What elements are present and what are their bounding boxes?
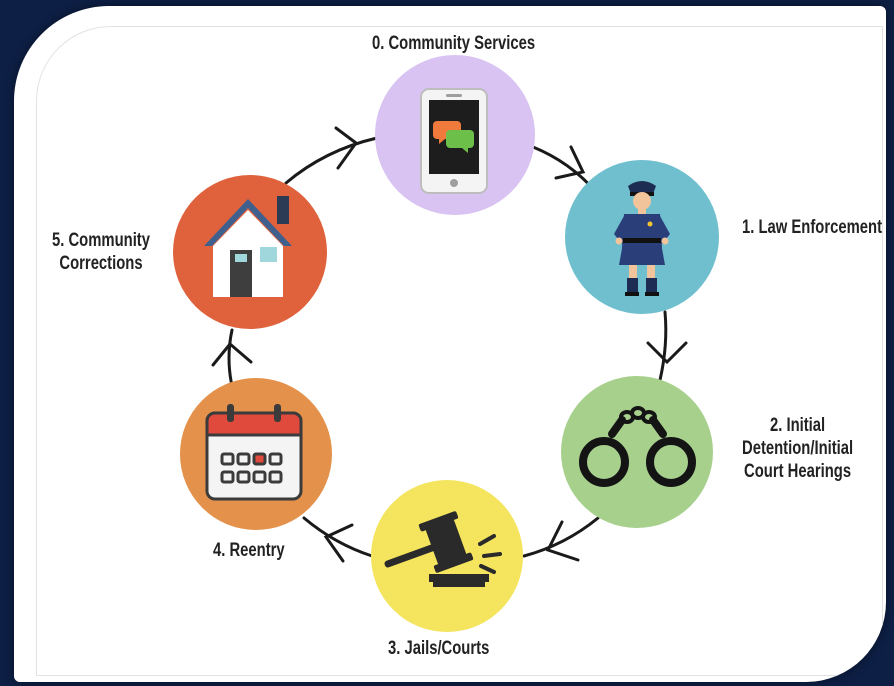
arrow-head-3-to-4	[323, 523, 354, 563]
stage-0-label: 0. Community Services	[372, 32, 535, 55]
stage-1-law-enforcement	[565, 160, 719, 314]
stage-2-circle	[561, 376, 713, 528]
stage-3-jails-courts	[371, 480, 523, 632]
stage-3-label-text: 3. Jails/Courts	[388, 638, 490, 659]
stage-0-community-services	[375, 55, 535, 215]
handcuffs-icon	[579, 406, 696, 487]
arrow-5-to-0	[284, 136, 379, 185]
arrow-head-5-to-0	[334, 126, 359, 170]
phone-chat-icon	[420, 88, 488, 194]
arrow-head-2-to-3	[545, 520, 580, 562]
stage-5-label-line-2: Corrections	[59, 253, 143, 274]
gavel-icon	[384, 511, 502, 587]
arrow-4-to-5	[227, 328, 234, 388]
arrow-head-4-to-5	[211, 341, 253, 367]
stage-1-label: 1. Law Enforcement	[742, 216, 882, 239]
stage-1-label-text: 1. Law Enforcement	[742, 217, 883, 238]
stage-5-label: 5. Community Corrections	[52, 229, 150, 275]
stage-4-reentry	[180, 378, 332, 530]
arrow-3-to-4	[302, 516, 374, 558]
stage-2-initial-detention	[561, 376, 713, 528]
inner-frame	[36, 26, 883, 676]
police-officer-icon	[614, 181, 670, 296]
arrow-1-to-2	[658, 310, 668, 382]
stage-4-label: 4. Reentry	[213, 539, 285, 562]
stage-4-label-text: 4. Reentry	[213, 540, 285, 561]
stage-5-label-line-1: 5. Community	[52, 230, 150, 251]
stage-5-community-corrections	[173, 175, 327, 329]
arrow-head-1-to-2	[646, 341, 688, 365]
stage-0-label-text: 0. Community Services	[372, 33, 536, 54]
arrow-head-0-to-1	[554, 145, 586, 180]
stage-3-label: 3. Jails/Courts	[388, 637, 489, 660]
stage-2-label-line-1: 2. Initial	[769, 415, 826, 436]
arrow-2-to-3	[522, 516, 600, 558]
house-icon	[204, 196, 292, 297]
stage-2-label-line-2: Detention/Initial	[742, 438, 854, 459]
stage-2-label-line-3: Court Hearings	[744, 461, 852, 482]
stage-2-label: 2. Initial Detention/Initial Court Heari…	[742, 414, 853, 483]
calendar-icon	[205, 404, 303, 501]
